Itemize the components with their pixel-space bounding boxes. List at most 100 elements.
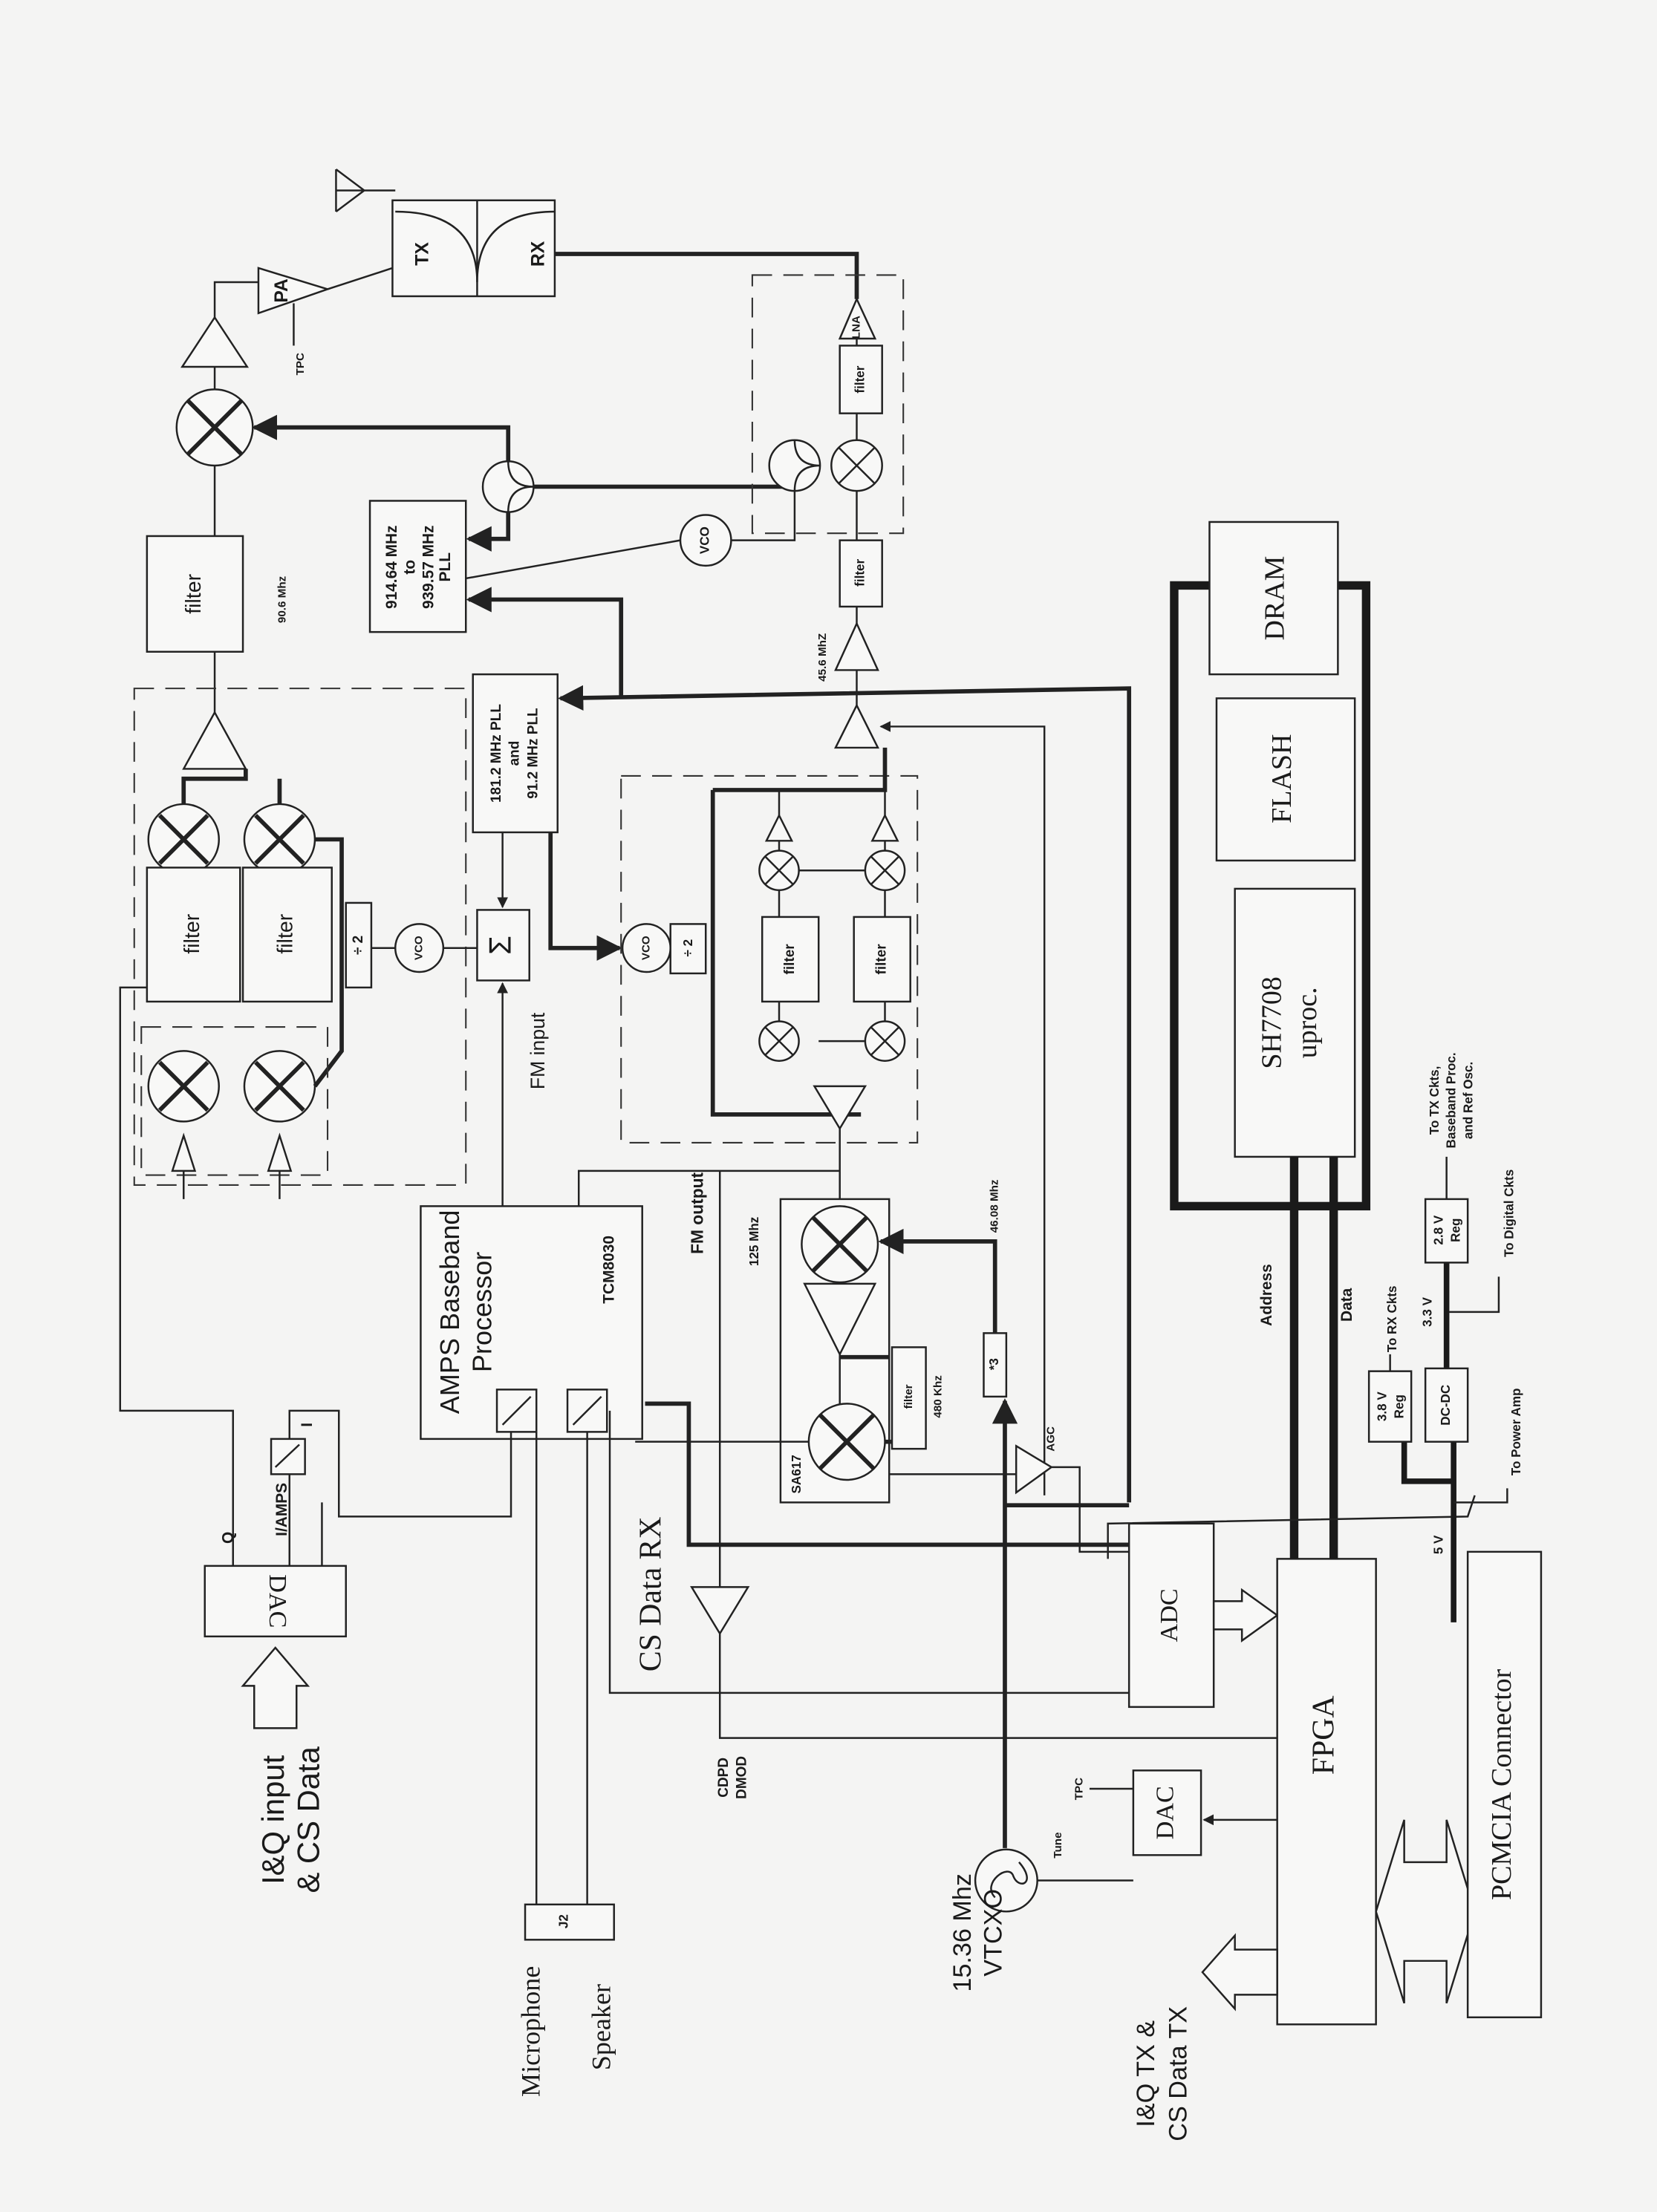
- svg-text:PLL: PLL: [437, 552, 454, 582]
- svg-text:3.8 V: 3.8 V: [1376, 1392, 1390, 1421]
- sa617-mixer-1: [801, 1205, 879, 1284]
- cs-data-rx-label: CS Data RX: [634, 1516, 668, 1671]
- tx-if-freq-label: 90.6 Mhz: [276, 575, 288, 623]
- duplexer-rx-label: RX: [529, 241, 549, 267]
- tx-input-dac: [204, 1565, 347, 1638]
- dram-box: [1208, 521, 1339, 676]
- tx-upconvert-mixer: [175, 388, 254, 467]
- svg-text:5 V: 5 V: [1432, 1535, 1446, 1554]
- svg-text:ADC: ADC: [1156, 1588, 1183, 1642]
- tx-vco: VCO: [394, 923, 445, 973]
- svg-text:Reg: Reg: [1392, 1394, 1406, 1418]
- svg-text:uproc.: uproc.: [1292, 987, 1323, 1058]
- svg-text:and: and: [507, 741, 523, 766]
- svg-text:J2: J2: [557, 1914, 571, 1928]
- data-bus-label: Data: [1338, 1288, 1355, 1322]
- vtcxo-label: VTCXO: [980, 1889, 1008, 1977]
- to-tx-label: To TX Ckts,: [1428, 1066, 1442, 1135]
- pcmcia-connector[interactable]: [1466, 1550, 1543, 2019]
- svg-text:÷ 2: ÷ 2: [681, 939, 695, 957]
- agc-amp: [1015, 1444, 1053, 1495]
- microphone-label: Microphone: [516, 1966, 546, 2097]
- freq-4608-label: 46.08 Mhz: [989, 1179, 1001, 1233]
- tx-mixers: [147, 803, 316, 1123]
- flash-box: [1215, 697, 1356, 862]
- svg-text:*3: *3: [987, 1358, 1001, 1370]
- to-power-amp-label: To Power Amp: [1509, 1389, 1523, 1476]
- svg-text:FPGA: FPGA: [1307, 1695, 1341, 1775]
- reg-3v8: [1367, 1370, 1413, 1443]
- rx-vco: VCO: [621, 923, 671, 973]
- svg-text:DAC: DAC: [1151, 1786, 1179, 1839]
- i-amps-switch: [270, 1438, 306, 1475]
- svg-text:VCO: VCO: [698, 526, 712, 554]
- tx-divide-by-2: [345, 901, 373, 989]
- pa-label: PA: [272, 278, 292, 303]
- svg-text:PCMCIA Connector: PCMCIA Connector: [1486, 1668, 1517, 1900]
- main-pll-label: 914.64 MHz to 939.57 MHz PLL: [383, 525, 454, 609]
- tx-input-arrow-icon: [241, 1646, 310, 1729]
- to-digital-label: To Digital Ckts: [1503, 1169, 1517, 1257]
- tx-modulator-region: [133, 688, 467, 1186]
- svg-text:3.3 V: 3.3 V: [1420, 1296, 1434, 1326]
- vtcxo-freq-label: 15.36 Mhz: [948, 1873, 977, 1992]
- sa617-mixer-2: [807, 1403, 886, 1481]
- adc-box: [1127, 1522, 1215, 1709]
- iq-tx-label: I&Q TX &: [1132, 2020, 1160, 2127]
- cdpd-label: CDPD: [716, 1758, 732, 1798]
- svg-text:Reg: Reg: [1448, 1218, 1462, 1242]
- amps-subtitle: Processor: [466, 1252, 497, 1372]
- svg-text:filter: filter: [874, 944, 890, 975]
- osc-dac: [1132, 1769, 1202, 1856]
- if-pll-box: [472, 673, 559, 834]
- svg-text:DRAM: DRAM: [1259, 556, 1290, 641]
- svg-text:914.64 MHz: 914.64 MHz: [383, 525, 400, 609]
- svg-text:filter: filter: [902, 1384, 915, 1409]
- multiply-by-3: [983, 1332, 1008, 1398]
- main-pll-box: [368, 500, 467, 633]
- lna: LNA: [838, 296, 877, 340]
- rx-filter-i: [761, 916, 820, 1003]
- svg-text:to: to: [402, 560, 419, 575]
- rx-if-amp-3: [813, 1085, 867, 1131]
- tx-if-filter-label: filter: [182, 573, 206, 613]
- if-pll-label: 181.2 MHz PLL and 91.2 MHz PLL: [489, 704, 541, 803]
- svg-text:÷ 2: ÷ 2: [351, 936, 366, 955]
- svg-text:181.2 MHz PLL: 181.2 MHz PLL: [489, 704, 504, 803]
- svg-text:filter: filter: [782, 944, 798, 975]
- cs-data-tx-label: CS Data TX: [1165, 2006, 1193, 2141]
- tx-filter-q: [241, 867, 333, 1003]
- iq-input-label: I&Q input: [255, 1755, 290, 1885]
- speaker-label: Speaker: [587, 1984, 616, 2070]
- tx-if-amp: [182, 710, 247, 770]
- q-label: Q: [220, 1532, 237, 1544]
- svg-text:Σ: Σ: [483, 936, 518, 955]
- svg-text:filter: filter: [273, 913, 297, 953]
- rx-frontend-region: [751, 274, 905, 535]
- tx-if-filter: [146, 535, 244, 653]
- svg-text:2.8 V: 2.8 V: [1432, 1215, 1446, 1244]
- duplexer: TX RX: [391, 199, 556, 298]
- svg-text:939.57 MHz: 939.57 MHz: [420, 525, 437, 609]
- svg-text:VCO: VCO: [413, 936, 426, 960]
- tcm-label: TCM8030: [601, 1236, 618, 1304]
- svg-text:VCO: VCO: [639, 936, 652, 960]
- antenna-icon: [335, 168, 396, 212]
- fpga-box: [1276, 1558, 1377, 2026]
- pcmcia-bidirectional-arrow-icon: [1375, 1819, 1476, 2004]
- cs-data-rx-buffer: [690, 1586, 750, 1636]
- svg-text:SH7708: SH7708: [1257, 976, 1288, 1069]
- tx-filter-i: [146, 867, 241, 1003]
- rx-if-freq-label: 45.6 MhZ: [816, 633, 829, 682]
- power-amplifier: PA TPC: [257, 267, 331, 375]
- rx-if-amp-2: [834, 703, 879, 749]
- svg-text:TPC: TPC: [1073, 1778, 1086, 1800]
- rx-downconvert-mixer: [830, 439, 883, 492]
- adc-to-fpga-arrow-icon: [1212, 1588, 1279, 1642]
- svg-text:Tune: Tune: [1052, 1832, 1064, 1858]
- tpc-label: TPC: [294, 353, 307, 375]
- filter-480khz-label: 480 Khz: [932, 1375, 945, 1418]
- rx-rf-filter: [839, 345, 883, 414]
- iq-tx-arrow-icon: [1201, 1933, 1278, 2012]
